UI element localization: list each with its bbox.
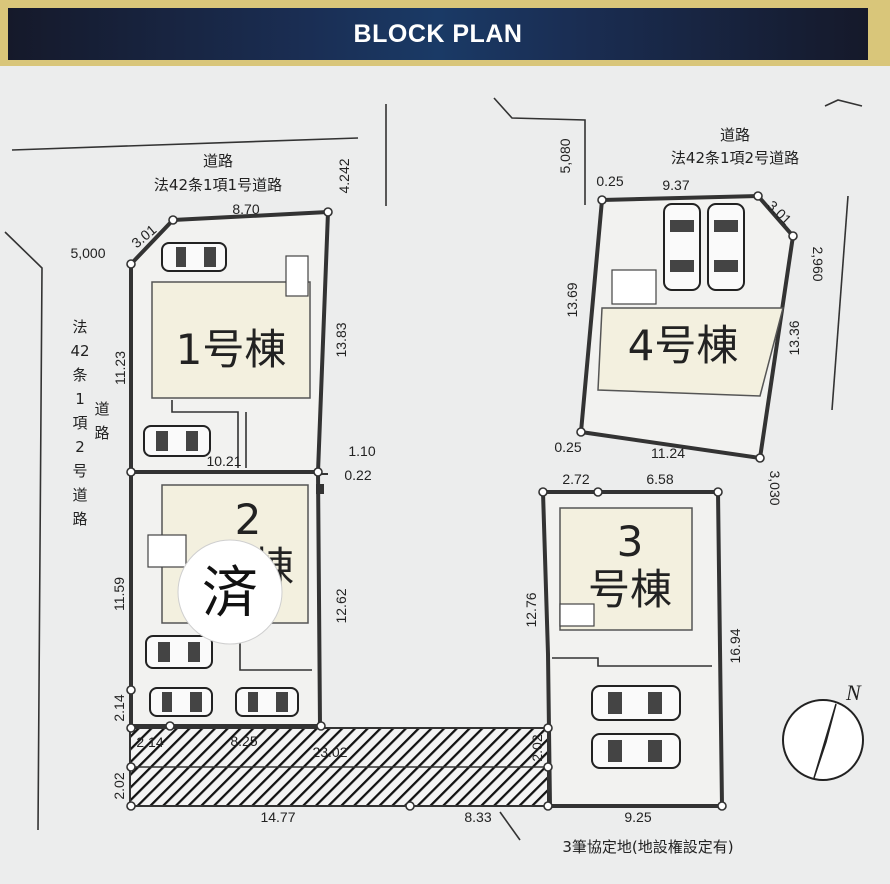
title-band: BLOCK PLAN (8, 8, 868, 60)
sold-badge-text: 済 (202, 561, 258, 626)
lot-4-label: 4号棟 (628, 321, 739, 370)
lot-1-label: 1号棟 (176, 325, 287, 374)
dim-8-33: 8.33 (464, 809, 491, 825)
car-lot1-bottom (143, 425, 211, 457)
lot-4-stairs (611, 269, 657, 305)
road-edge-west (4, 231, 43, 831)
svg-text:路: 路 (94, 424, 109, 442)
dim-23-02: 23.02 (312, 744, 347, 760)
dim-2-960: 2,960 (810, 246, 826, 281)
dim-8-25: 8.25 (230, 733, 257, 749)
boundary-points (126, 191, 798, 811)
dim-9-37: 9.37 (662, 177, 689, 193)
dim-0-22: 0.22 (344, 467, 371, 483)
road-north-right-line1: 道路 (720, 126, 750, 144)
dim-12-62: 12.62 (333, 588, 349, 623)
svg-text:道: 道 (94, 400, 109, 418)
sold-badge: 済 (177, 539, 283, 645)
road-north-left-line1: 道路 (203, 152, 233, 170)
car-lot4-left (663, 203, 701, 291)
svg-text:法: 法 (72, 318, 87, 336)
lot-2-number: 2 (235, 495, 262, 544)
svg-text:道: 道 (72, 486, 87, 504)
dim-3-030: 3,030 (767, 470, 783, 505)
compass-label: N (845, 680, 862, 705)
lot-2-marker (316, 484, 324, 494)
dim-5-080: 5,080 (557, 138, 573, 173)
agreement-note: 3筆協定地(地設権設定有) (562, 838, 733, 856)
road-west-label: 法 42 条 1 項 2 号 道 路 道 路 (70, 318, 109, 528)
lot-1-stairs (285, 255, 309, 297)
dim-2-02-b: 2.02 (529, 734, 545, 761)
svg-text:号: 号 (72, 462, 87, 480)
dim-4-242: 4.242 (336, 158, 352, 193)
car-lot4-right (707, 203, 745, 291)
dim-6-58: 6.58 (646, 471, 673, 487)
road-edge-north-far (824, 99, 863, 107)
agreement-note-leader (499, 811, 521, 841)
lot-2-stairs (147, 534, 187, 568)
dim-11-24: 11.24 (651, 445, 685, 461)
dim-2-72: 2.72 (562, 471, 589, 487)
title-bar: BLOCK PLAN (0, 0, 890, 66)
dim-9-25: 9.25 (624, 809, 651, 825)
dim-13-36: 13.36 (786, 320, 802, 355)
dim-13-83: 13.83 (333, 322, 349, 357)
dim-2-14-b: 2.14 (136, 734, 163, 750)
car-lot2-bottom-right (235, 687, 299, 717)
svg-text:1: 1 (75, 390, 85, 408)
lot-3-suffix: 号棟 (588, 565, 672, 614)
lot-3-number: 3 (617, 517, 644, 566)
dim-5-000: 5,000 (70, 245, 105, 261)
lot-1-house (151, 281, 311, 399)
page-title: BLOCK PLAN (353, 19, 523, 48)
dim-8-70: 8.70 (232, 201, 259, 217)
road-edge-east (831, 195, 849, 411)
lot-3-stairs (559, 603, 595, 627)
dim-1-10: 1.10 (348, 443, 375, 459)
svg-text:42: 42 (70, 342, 89, 360)
road-edge-north-right (493, 97, 586, 205)
dim-2-02-a: 2.02 (111, 772, 127, 799)
dim-13-69: 13.69 (564, 282, 580, 317)
road-north-right-line2: 法42条1項2号道路 (671, 149, 799, 167)
dim-10-21: 10.21 (206, 453, 241, 469)
dim-2-14-a: 2.14 (111, 694, 127, 721)
svg-text:2: 2 (75, 438, 85, 456)
road-edge-north-left (11, 137, 359, 151)
dim-11-23: 11.23 (112, 351, 128, 385)
dim-0-25-a: 0.25 (596, 173, 623, 189)
car-lot2-bottom-left (149, 687, 213, 717)
svg-text:条: 条 (72, 366, 87, 384)
car-lot2-top (145, 635, 213, 669)
lot-4-house (597, 307, 784, 397)
dim-11-59: 11.59 (111, 577, 127, 611)
dim-14-77: 14.77 (260, 809, 295, 825)
dim-16-94: 16.94 (727, 628, 743, 663)
lot-3-path (552, 657, 712, 667)
svg-text:項: 項 (72, 414, 87, 432)
dim-12-76: 12.76 (523, 592, 539, 627)
dim-0-25-b: 0.25 (554, 439, 581, 455)
car-lot1-top (161, 242, 227, 272)
car-lot3-bottom (591, 733, 681, 769)
svg-text:路: 路 (72, 510, 87, 528)
car-lot3-top (591, 685, 681, 721)
road-edges (4, 97, 863, 831)
lot-1-path (171, 400, 239, 468)
road-north-left-line2: 法42条1項1号道路 (154, 176, 282, 194)
compass: N (782, 680, 864, 781)
